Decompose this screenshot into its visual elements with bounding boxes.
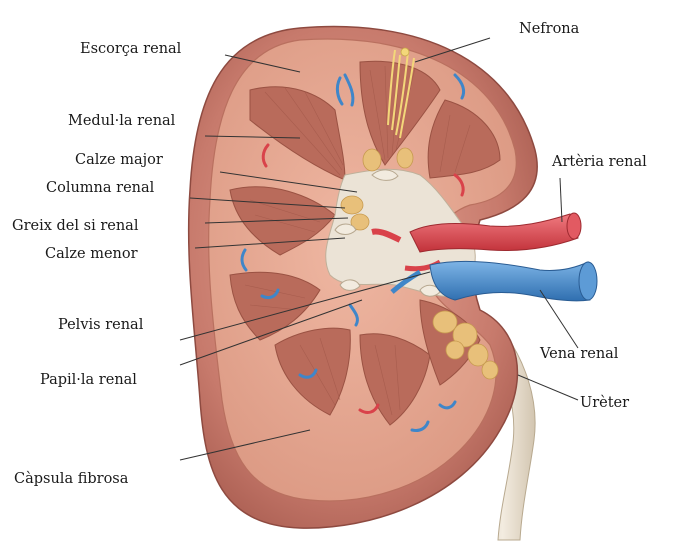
label-vena-renal: Vena renal — [540, 347, 618, 362]
label-calze-menor: Calze menor — [45, 247, 138, 262]
label-nefrona: Nefrona — [519, 22, 579, 37]
label-escorca-renal: Escorça renal — [80, 42, 181, 57]
renal-vein-vessel — [430, 261, 590, 300]
label-ureter: Urèter — [580, 396, 629, 411]
label-capsula-fibrosa: Càpsula fibrosa — [14, 472, 128, 487]
label-papilla-renal: Papil·la renal — [40, 373, 137, 388]
label-columna-renal: Columna renal — [46, 181, 154, 196]
label-medulla-renal: Medul·la renal — [68, 114, 175, 129]
label-greix-si-renal: Greix del si renal — [12, 219, 138, 234]
label-arteria-renal: Artèria renal — [552, 155, 647, 170]
label-calze-major: Calze major — [75, 153, 163, 168]
label-pelvis-renal: Pelvis renal — [58, 318, 143, 333]
